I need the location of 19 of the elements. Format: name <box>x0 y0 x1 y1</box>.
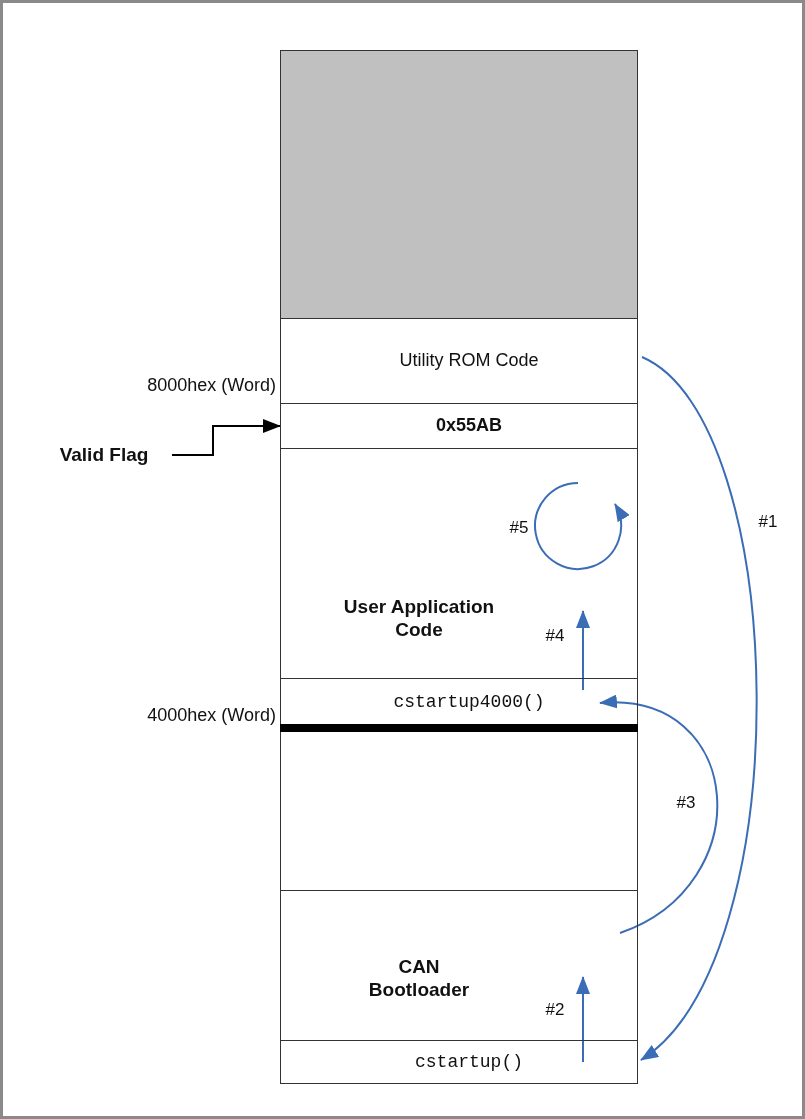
flow-arrow <box>576 976 590 1063</box>
region-label: cstartup4000() <box>393 692 545 714</box>
memory-region <box>280 1040 638 1084</box>
address-label: 4000hex (Word) <box>147 704 276 726</box>
region-label: 0x55AB <box>436 415 502 437</box>
memory-region <box>280 403 638 449</box>
region-label: cstartup() <box>415 1052 523 1074</box>
flow-arrow <box>534 482 629 570</box>
flag-label: Valid Flag <box>59 443 149 467</box>
reserved-memory-block <box>280 50 638 319</box>
region-label: User Application Code <box>342 596 496 642</box>
memory-region <box>280 318 638 404</box>
address-label: 8000hex (Word) <box>147 374 276 396</box>
region-label: CAN Bootloader <box>367 956 471 1002</box>
flow-arrow <box>576 610 590 691</box>
flow-arrow <box>640 356 758 1061</box>
flow-arrow <box>599 696 718 934</box>
region-label: Utility ROM Code <box>399 350 539 372</box>
flag-pointer-arrow <box>171 419 281 456</box>
